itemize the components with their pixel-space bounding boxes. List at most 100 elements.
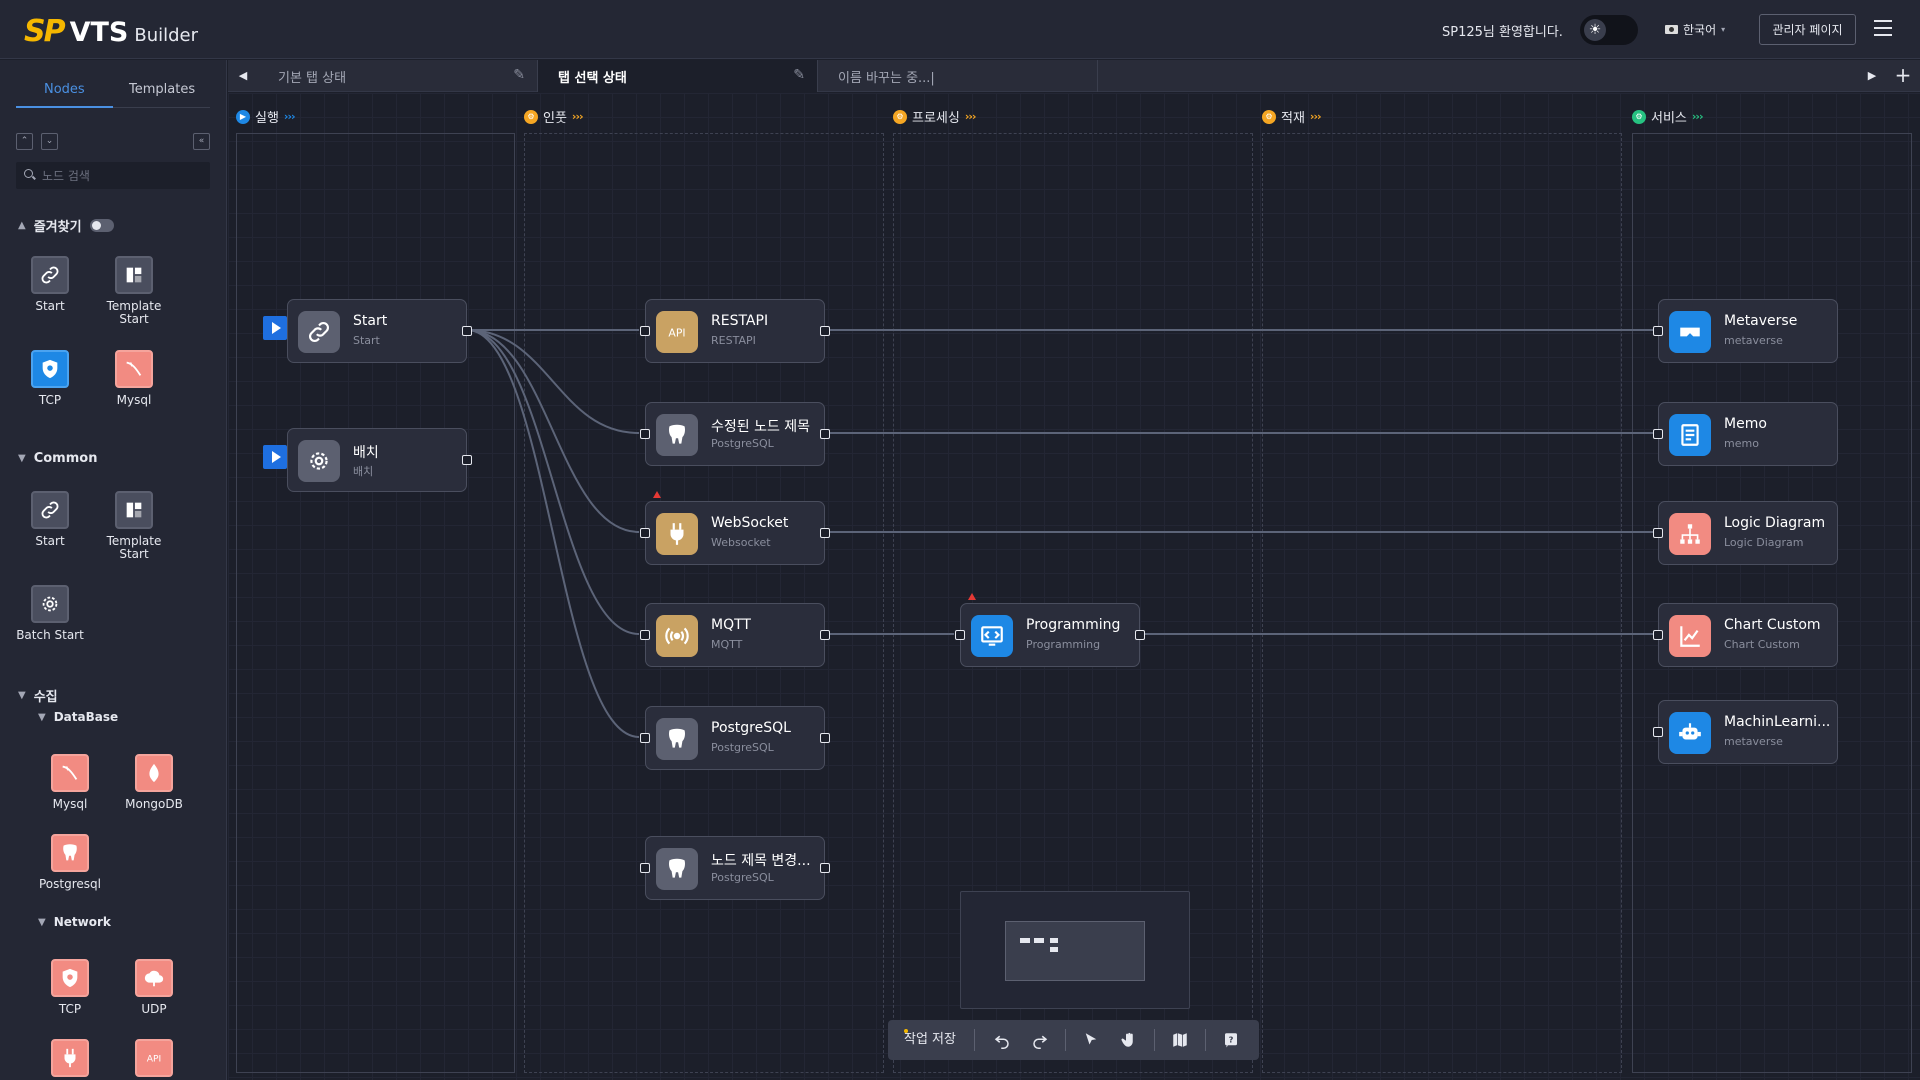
- input-port[interactable]: [640, 326, 650, 336]
- input-port[interactable]: [640, 733, 650, 743]
- input-port[interactable]: [1653, 630, 1663, 640]
- scroll-tabs-right-icon[interactable]: ▶: [1867, 69, 1877, 82]
- input-port[interactable]: [640, 528, 650, 538]
- node-restapi[interactable]: API RESTAPI RESTAPI: [640, 299, 830, 363]
- sidebar-item-mysql[interactable]: Mysql: [92, 350, 176, 407]
- sidebar-item-websocket[interactable]: [28, 1039, 112, 1077]
- node-memo[interactable]: Memo memo: [1653, 402, 1838, 466]
- minimap[interactable]: [960, 891, 1190, 1009]
- output-port[interactable]: [820, 326, 830, 336]
- output-port[interactable]: [462, 326, 472, 336]
- node-pg-edited[interactable]: 수정된 노드 제목 PostgreSQL: [640, 402, 830, 466]
- node-search-input[interactable]: [42, 167, 202, 184]
- node-websocket[interactable]: WebSocket Websocket: [640, 501, 830, 565]
- input-port[interactable]: [1653, 429, 1663, 439]
- arrows-icon: ›››: [571, 110, 584, 123]
- input-port[interactable]: [955, 630, 965, 640]
- sidebar-item-mysql[interactable]: Mysql: [28, 754, 112, 811]
- node-mqtt[interactable]: MQTT MQTT: [640, 603, 830, 667]
- output-port[interactable]: [1135, 630, 1145, 640]
- collect-header[interactable]: ▼ 수집: [18, 686, 58, 705]
- node-logic-diagram[interactable]: Logic Diagram Logic Diagram: [1653, 501, 1838, 565]
- node-title: MachinLearni...: [1724, 714, 1831, 730]
- sidebar-item-start[interactable]: Start: [8, 491, 92, 548]
- sidebar-item-template-start[interactable]: Template Start: [92, 256, 176, 326]
- sidebar-item-template-start[interactable]: Template Start: [92, 491, 176, 561]
- gear-icon: ⚙: [524, 109, 538, 124]
- input-port[interactable]: [640, 863, 650, 873]
- collapse-sidebar-icon[interactable]: «: [193, 133, 210, 150]
- output-port[interactable]: [462, 455, 472, 465]
- input-port[interactable]: [1653, 727, 1663, 737]
- memo-icon: [1669, 414, 1711, 456]
- theme-toggle[interactable]: ☀: [1580, 15, 1638, 45]
- output-port[interactable]: [820, 863, 830, 873]
- output-port[interactable]: [820, 429, 830, 439]
- save-label: 작업 저장: [904, 1032, 956, 1047]
- output-port[interactable]: [820, 733, 830, 743]
- scroll-tabs-left-icon[interactable]: ◀: [238, 69, 248, 82]
- tab-renaming[interactable]: 이름 바꾸는 중...|: [818, 60, 1098, 92]
- chevron-down-icon: ▾: [1721, 25, 1726, 34]
- common-header[interactable]: ▼ Common: [18, 451, 97, 466]
- sidebar-item-start[interactable]: Start: [8, 256, 92, 313]
- warning-marker: [653, 491, 661, 498]
- pencil-icon[interactable]: ✎: [513, 67, 525, 83]
- map-icon[interactable]: [1161, 1029, 1199, 1051]
- undo-icon[interactable]: [983, 1029, 1021, 1051]
- hamburger-menu-icon[interactable]: [1874, 20, 1892, 36]
- language-select[interactable]: 한국어 ▾: [1665, 21, 1725, 38]
- run-start-button[interactable]: [263, 316, 287, 340]
- redo-icon[interactable]: [1021, 1029, 1059, 1051]
- node-chart-custom[interactable]: Chart Custom Chart Custom: [1653, 603, 1838, 667]
- node-pg-renaming[interactable]: 노드 제목 변경... PostgreSQL: [640, 836, 830, 900]
- sidebar-item-tcp[interactable]: TCP: [28, 959, 112, 1016]
- minimap-viewport[interactable]: [1005, 921, 1145, 981]
- sidebar-item-udp[interactable]: UDP: [112, 959, 196, 1016]
- output-port[interactable]: [820, 528, 830, 538]
- node-machine-learning[interactable]: MachinLearni... metaverse: [1653, 700, 1838, 764]
- favorites-header[interactable]: ▲ 즐겨찾기: [18, 216, 114, 235]
- svg-text:API: API: [147, 1054, 162, 1065]
- tab-templates[interactable]: Templates: [129, 82, 196, 97]
- input-port[interactable]: [640, 429, 650, 439]
- mysql-icon: [115, 350, 153, 388]
- help-icon[interactable]: ?: [1212, 1029, 1250, 1051]
- tab-label[interactable]: 이름 바꾸는 중...|: [838, 71, 935, 86]
- network-header[interactable]: ▼ Network: [38, 915, 111, 929]
- sidebar-item-postgresql[interactable]: Postgresql: [28, 834, 112, 891]
- add-tab-button[interactable]: +: [1894, 63, 1912, 87]
- pencil-icon[interactable]: ✎: [793, 67, 805, 83]
- input-port[interactable]: [1653, 528, 1663, 538]
- gear-icon: ⚙: [893, 109, 907, 124]
- flow-canvas[interactable]: ▶ 실행 ››› ⚙ 인풋 ››› ⚙ 프로세싱 ››› ⚙ 적재 ››› ⚙ …: [228, 93, 1920, 1080]
- database-header[interactable]: ▼ DataBase: [38, 710, 118, 724]
- save-work-button[interactable]: 작업 저장: [888, 1029, 975, 1051]
- node-start[interactable]: Start Start: [287, 299, 472, 363]
- node-programming[interactable]: Programming Programming: [955, 603, 1145, 667]
- collapse-all-icon[interactable]: ⌄: [41, 133, 58, 150]
- expand-all-icon[interactable]: ⌃: [16, 133, 33, 150]
- hand-icon[interactable]: [1110, 1029, 1148, 1051]
- tab-selected[interactable]: 탭 선택 상태 ✎: [538, 60, 818, 92]
- node-postgresql[interactable]: PostgreSQL PostgreSQL: [640, 706, 830, 770]
- sidebar-item-restapi[interactable]: API: [112, 1039, 196, 1077]
- tab-nodes[interactable]: Nodes: [44, 82, 85, 97]
- favorites-toggle[interactable]: [89, 219, 114, 232]
- admin-page-button[interactable]: 관리자 페이지: [1759, 14, 1856, 45]
- output-port[interactable]: [820, 630, 830, 640]
- app-logo[interactable]: SP VTS Builder: [24, 14, 198, 49]
- node-title: Metaverse: [1724, 313, 1798, 329]
- run-batch-button[interactable]: [263, 445, 287, 469]
- input-port[interactable]: [640, 630, 650, 640]
- sidebar-item-mongodb[interactable]: MongoDB: [112, 754, 196, 811]
- sidebar-item-batch-start[interactable]: Batch Start: [8, 585, 92, 642]
- diagram-icon: [1669, 513, 1711, 555]
- favorites-title: 즐겨찾기: [33, 220, 82, 235]
- input-port[interactable]: [1653, 326, 1663, 336]
- node-batch[interactable]: 배치 배치: [287, 428, 472, 492]
- tab-default[interactable]: 기본 탭 상태 ✎: [258, 60, 538, 92]
- sidebar-item-tcp[interactable]: TCP: [8, 350, 92, 407]
- node-metaverse[interactable]: Metaverse metaverse: [1653, 299, 1838, 363]
- pointer-icon[interactable]: [1072, 1029, 1110, 1051]
